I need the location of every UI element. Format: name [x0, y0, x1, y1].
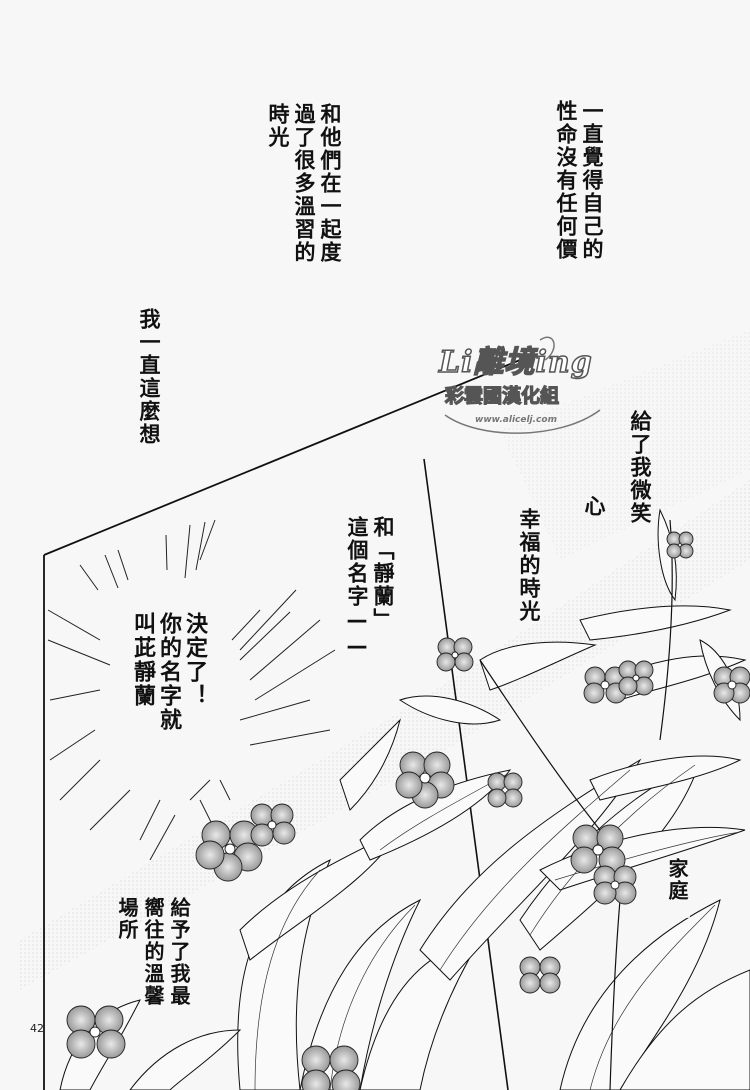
- caption-line: 性命沒有任何價: [554, 100, 578, 261]
- caption-name-line: 和「靜蘭」 這個名字——: [344, 516, 396, 666]
- flowers: [66, 531, 750, 1090]
- caption-right-mid: 給了我微笑: [627, 410, 653, 540]
- caption-line: 時光: [266, 103, 290, 149]
- caption-line: 和「靜蘭」: [371, 516, 395, 631]
- caption-bottom-left: 給予了我最 嚮往的溫馨 場所: [114, 897, 192, 1037]
- caption-heart: 心: [581, 495, 607, 525]
- caption-line: 這個名字——: [345, 516, 369, 660]
- page-number: 42: [30, 1022, 44, 1035]
- caption-line: 幸福的時光: [517, 508, 541, 623]
- caption-line: 心: [582, 495, 606, 518]
- caption-line: 給予了我最: [167, 897, 191, 1007]
- caption-line: 嚮往的溫馨: [141, 897, 165, 1007]
- caption-left-upper: 我一直這麼想: [136, 308, 162, 458]
- watermark-title: Li離境ing: [438, 344, 593, 381]
- caption-happy-time: 幸福的時光: [516, 508, 542, 638]
- speed-lines: [47, 519, 336, 861]
- caption-line: 我一直這麼想: [137, 308, 161, 446]
- caption-top-middle: 和他們在一起度 過了很多溫習的 時光: [265, 103, 343, 303]
- scanlation-watermark: Li離境ing 彩雲國漢化組 www.alicelj.com: [435, 335, 605, 440]
- caption-top-right: 一直覺得自己的 性命沒有任何價: [553, 100, 605, 300]
- caption-line: 過了很多溫習的: [292, 103, 316, 264]
- dialogue-line: 叫茈靜蘭: [130, 612, 156, 708]
- caption-line: 給了我微笑: [628, 410, 652, 525]
- dialogue-line: 決定了！: [182, 612, 208, 708]
- panel-border: [43, 359, 521, 1090]
- dialogue-decision: 決定了！ 你的名字就 叫茈靜蘭: [130, 612, 208, 752]
- dialogue-line: 你的名字就: [156, 612, 182, 732]
- watermark-swirl: [444, 336, 601, 434]
- watermark-url: www.alicelj.com: [475, 415, 557, 425]
- caption-line: 場所: [115, 897, 139, 941]
- caption-line: 家庭: [665, 858, 689, 902]
- caption-family: 家庭: [664, 858, 690, 918]
- watermark-group: 彩雲國漢化組: [444, 384, 560, 407]
- caption-line: 一直覺得自己的: [580, 100, 604, 261]
- caption-line: 和他們在一起度: [318, 103, 342, 264]
